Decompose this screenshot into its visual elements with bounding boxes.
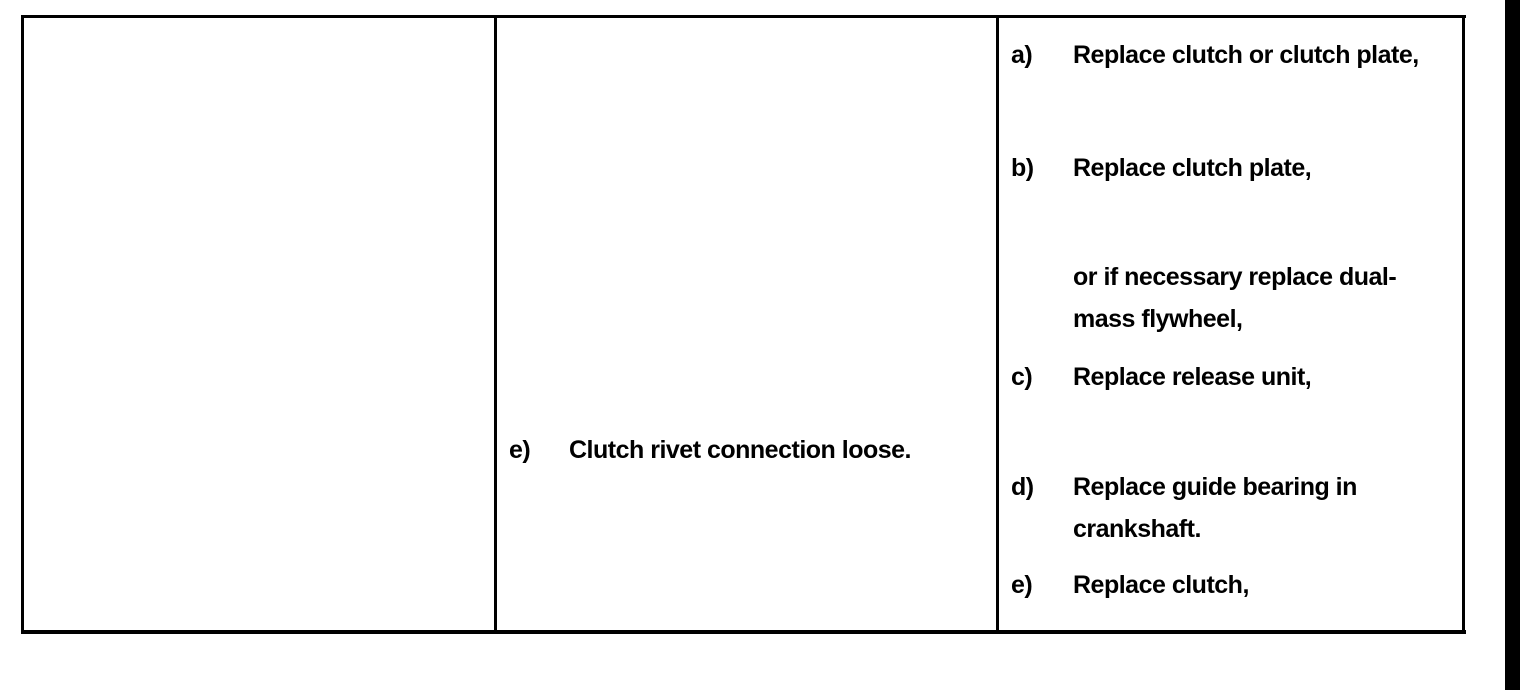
- remedy-marker-c: c): [1011, 363, 1033, 391]
- cause-cell: e) Clutch rivet connection loose.: [497, 18, 996, 630]
- remedy-cell: a) Replace clutch or clutch plate, b) Re…: [999, 18, 1462, 630]
- scan-edge-bar: [1505, 0, 1520, 690]
- remedy-text-b: Replace clutch plate,: [1073, 154, 1312, 182]
- table-bottom-border: [21, 630, 1466, 634]
- table-right-border: [1462, 15, 1465, 632]
- column-divider-symptom-cause: [494, 18, 497, 632]
- remedy-text-b-alt-line-2: mass flywheel,: [1073, 305, 1243, 333]
- remedy-text-c: Replace release unit,: [1073, 363, 1312, 391]
- remedy-text-d-line-1: Replace guide bearing in: [1073, 473, 1357, 501]
- remedy-text-e: Replace clutch,: [1073, 571, 1249, 599]
- cause-marker: e): [509, 436, 531, 464]
- remedy-marker-a: a): [1011, 41, 1033, 69]
- remedy-marker-b: b): [1011, 154, 1034, 182]
- table-left-border: [21, 15, 24, 632]
- remedy-text-d-line-2: crankshaft.: [1073, 515, 1201, 543]
- remedy-text-b-alt-line-1: or if necessary replace dual-: [1073, 263, 1397, 291]
- remedy-text-a: Replace clutch or clutch plate,: [1073, 41, 1419, 69]
- table-top-border: [21, 15, 1466, 18]
- remedy-marker-d: d): [1011, 473, 1034, 501]
- symptom-cell: [24, 18, 494, 630]
- cause-text: Clutch rivet connection loose.: [569, 436, 912, 464]
- remedy-marker-e: e): [1011, 571, 1033, 599]
- column-divider-cause-remedy: [996, 18, 999, 632]
